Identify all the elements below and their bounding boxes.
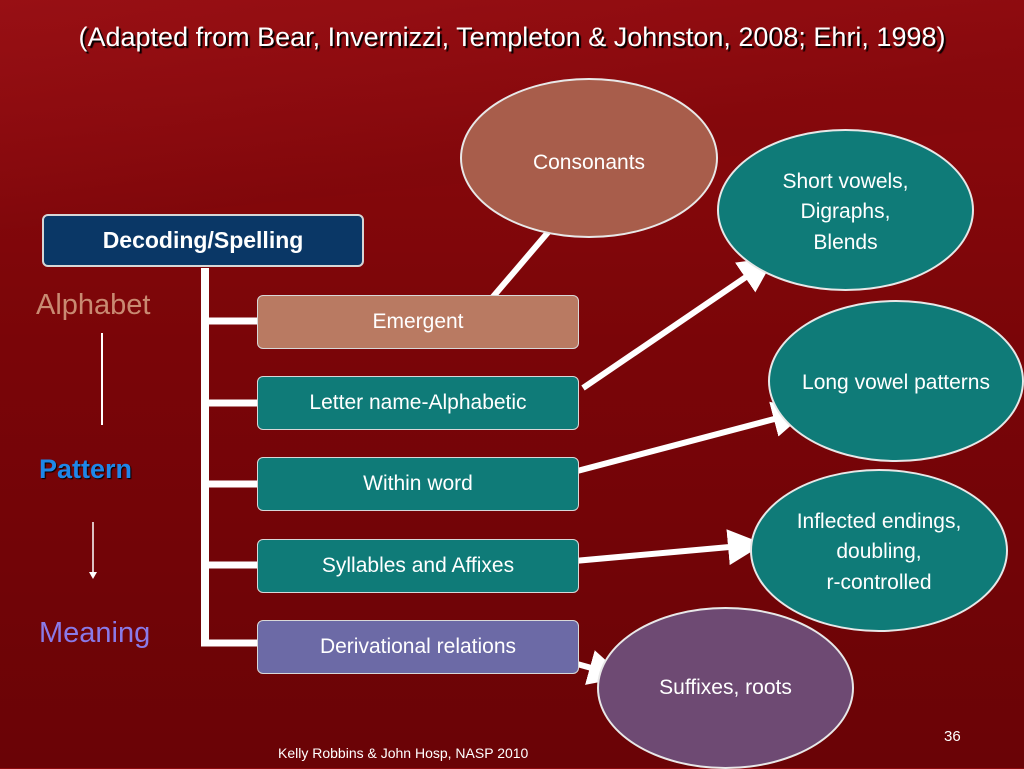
stage-emergent: Emergent [257,295,579,349]
ellipse-line: Short vowels, [782,170,909,193]
ellipse-line: Consonants [532,151,646,174]
ellipse-line: Digraphs, [800,200,891,224]
stage-within-word: Within word [257,457,579,511]
page-number: 36 [944,728,961,745]
label-alphabet: Alphabet [36,289,151,321]
ellipse-line: Inflected endings, [796,510,962,533]
stage-letter-name-alphabetic: Letter name-Alphabetic [257,376,579,430]
ellipse-consonants: Consonants [460,78,718,238]
ellipse-line: Long vowel patterns [802,371,990,394]
arrow-to-inflected [551,529,764,566]
ellipse-line: Blends [813,230,878,254]
slide-title: (Adapted from Bear, Invernizzi, Templeto… [78,22,946,52]
footer-credit: Kelly Robbins & John Hosp, NASP 2010 [278,745,529,761]
stage-derivational-relations: Derivational relations [257,620,579,674]
ellipse-line: doubling, [836,540,922,564]
ellipse-line: r-controlled [826,570,932,594]
pattern-meaning-arrowhead [89,572,97,579]
ellipse-short-vowels: Short vowels, Digraphs, Blends [717,129,974,291]
stage-syllables-and-affixes: Syllables and Affixes [257,539,579,593]
decoding-spelling-header: Decoding/Spelling [42,214,364,267]
label-pattern: Pattern [39,454,133,484]
ellipse-long-vowel-patterns: Long vowel patterns [768,300,1024,462]
ellipse-suffixes-roots: Suffixes, roots [597,607,854,769]
arrow-to-short-vowels [581,257,775,391]
ellipse-inflected-endings: Inflected endings, doubling, r-controlle… [750,469,1008,632]
ellipse-line: Suffixes, roots [659,675,792,699]
label-meaning: Meaning [39,617,151,649]
arrow-to-long-vowels [561,401,809,478]
